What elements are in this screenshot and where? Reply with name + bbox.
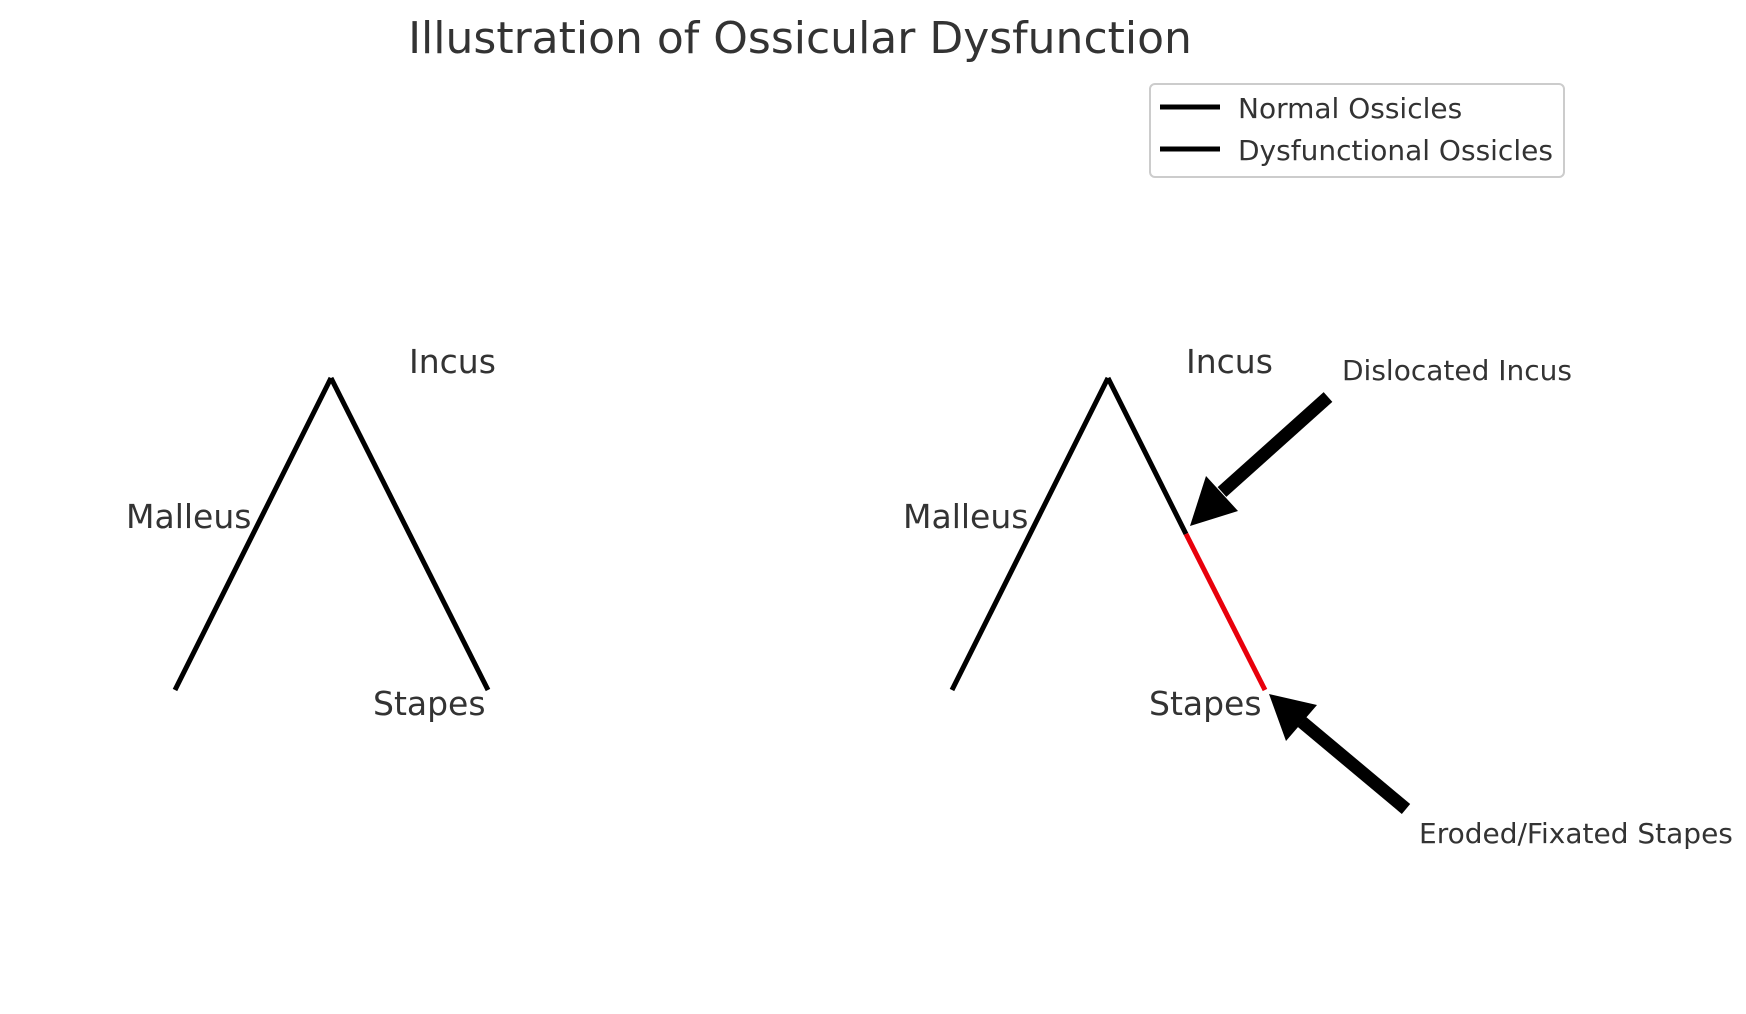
malleus-label: Malleus [903,497,1028,536]
normal-ossicle-chain: Malleus Incus Stapes [126,342,496,723]
legend-label-normal: Normal Ossicles [1238,92,1462,125]
malleus-segment [172,376,334,692]
legend-label-dysfunctional: Dysfunctional Ossicles [1238,134,1553,167]
incus-label: Incus [1186,342,1273,381]
dysfunctional-stapes-segment [1183,532,1268,692]
stapes-label: Stapes [1149,684,1262,723]
malleus-label: Malleus [126,497,251,536]
legend: Normal Ossicles Dysfunctional Ossicles [1149,83,1565,178]
figure-title: Illustration of Ossicular Dysfunction [408,13,1192,64]
incus-segment [1105,376,1189,536]
incus-label: Incus [409,342,496,381]
eroded-stapes-annotation: Eroded/Fixated Stapes [1419,817,1733,850]
malleus-segment [949,376,1111,692]
dislocated-incus-annotation: Dislocated Incus [1342,354,1572,387]
dysfunctional-ossicle-chain: Malleus Incus Stapes Dislocated Incus Er… [903,342,1733,850]
incus-stapes-segment [328,376,491,692]
eroded-arrow-shaft [1297,717,1411,814]
legend-box [1149,83,1565,178]
dislocated-arrow-shaft [1217,392,1333,497]
stapes-label: Stapes [373,684,486,723]
eroded-arrowhead [1269,694,1317,741]
dislocated-arrowhead [1190,476,1238,526]
